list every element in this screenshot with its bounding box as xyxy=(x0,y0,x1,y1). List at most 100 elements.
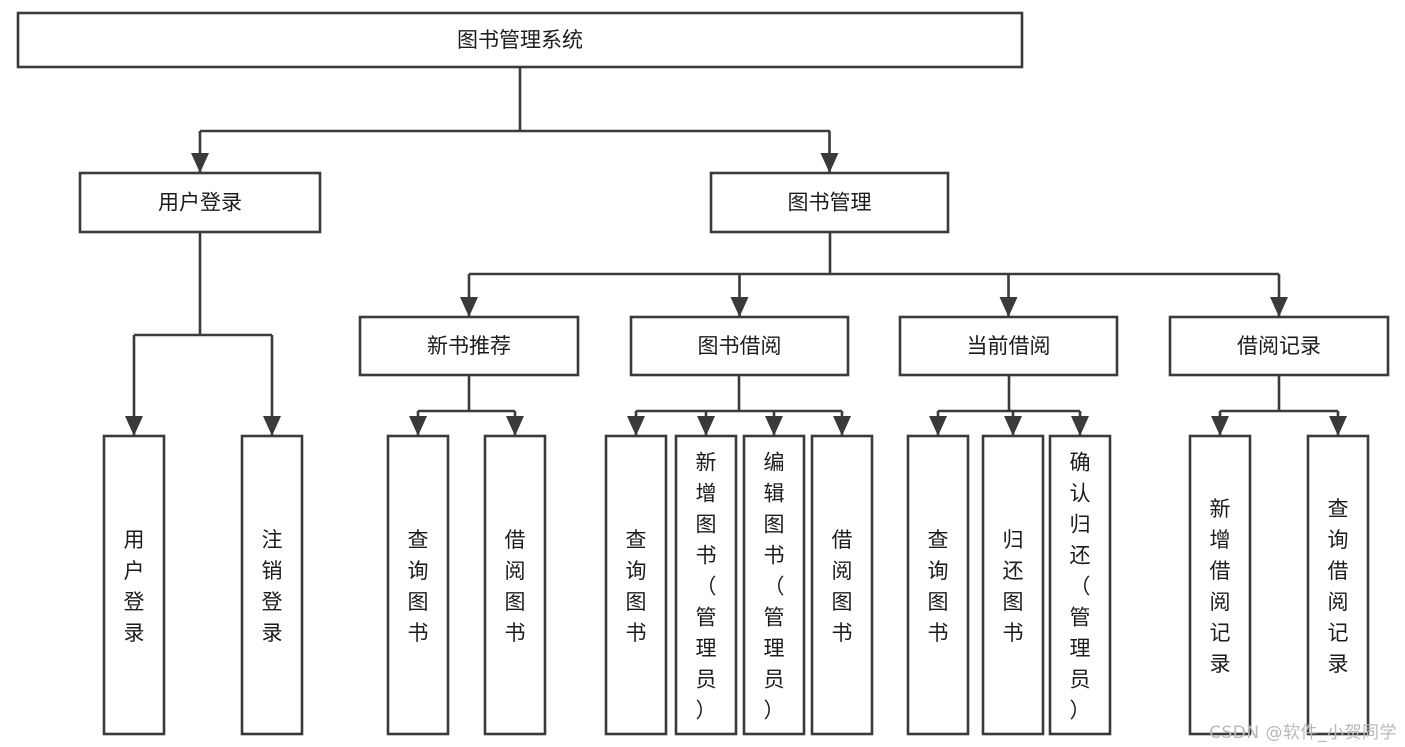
node-box xyxy=(1168,315,1390,377)
arrow-head xyxy=(1071,416,1089,436)
node-label: 图书管理 xyxy=(788,191,872,215)
edge-borrow_record-to-leaf_add_record xyxy=(1211,411,1229,436)
node-box xyxy=(709,171,950,234)
arrow-head xyxy=(125,416,143,436)
node-leaf-user-login[interactable]: 用户登录 xyxy=(102,434,166,736)
node-label: 编辑图书（管理员） xyxy=(764,451,785,723)
node-box xyxy=(358,315,580,377)
edge-current_borrow-to-leaf_query_book_c xyxy=(929,411,947,436)
node-box xyxy=(898,315,1119,377)
edge-root-to-user_login xyxy=(191,131,209,173)
node-leaf-query-book-c[interactable]: 查询图书 xyxy=(906,434,970,736)
node-label: 归还图书 xyxy=(1003,528,1024,645)
node-box xyxy=(102,434,166,736)
edge-user_login-to-leaf_user_login xyxy=(125,335,143,436)
arrow-head xyxy=(1211,416,1229,436)
node-borrow-record[interactable]: 借阅记录 xyxy=(1168,315,1390,377)
edge-book_borrow-to-leaf_add_book xyxy=(697,411,715,436)
node-label: 注销登录 xyxy=(262,528,283,645)
node-leaf-borrow-book-a[interactable]: 借阅图书 xyxy=(483,434,547,736)
node-user-login[interactable]: 用户登录 xyxy=(78,171,322,234)
edge-current_borrow-to-leaf_return_book xyxy=(1004,411,1022,436)
node-box xyxy=(240,434,304,736)
edge-new_book_rec-to-leaf_borrow_book_a xyxy=(506,411,524,436)
arrow-head xyxy=(627,416,645,436)
node-leaf-add-book[interactable]: 新增图书（管理员） xyxy=(674,434,738,736)
connector-book-manage-bus xyxy=(469,232,1279,276)
connector-layer xyxy=(125,67,1347,436)
node-box xyxy=(629,315,850,377)
node-label: 借阅记录 xyxy=(1237,334,1321,358)
node-label: 确认归还（管理员） xyxy=(1070,451,1091,723)
arrow-head xyxy=(765,416,783,436)
node-box xyxy=(604,434,668,736)
arrow-head xyxy=(1329,416,1347,436)
edge-root-to-book_manage xyxy=(820,131,839,173)
node-label: 图书管理系统 xyxy=(457,28,583,52)
node-box xyxy=(1188,434,1252,736)
edge-book_manage-to-new_book_rec xyxy=(460,274,478,317)
connector-new-book-rec-bus xyxy=(418,375,515,413)
connector-root-bus xyxy=(200,67,830,133)
node-layer: 图书管理系统用户登录图书管理新书推荐图书借阅当前借阅借阅记录用户登录注销登录查询… xyxy=(16,11,1390,736)
arrow-head xyxy=(506,416,524,436)
connector-book-borrow-bus xyxy=(636,375,842,413)
node-leaf-borrow-book-b[interactable]: 借阅图书 xyxy=(810,434,874,736)
node-label: 新书推荐 xyxy=(427,334,511,358)
node-label: 查询图书 xyxy=(408,528,429,645)
edge-borrow_record-to-leaf_query_record xyxy=(1329,411,1347,436)
connector-user-login-bus xyxy=(134,232,272,337)
node-leaf-add-record[interactable]: 新增借阅记录 xyxy=(1188,434,1252,736)
node-box xyxy=(981,434,1045,736)
node-leaf-confirm-return[interactable]: 确认归还（管理员） xyxy=(1048,434,1112,736)
node-box xyxy=(742,434,806,736)
arrow-head xyxy=(1270,297,1288,317)
edge-new_book_rec-to-leaf_query_book_a xyxy=(409,411,427,436)
node-box xyxy=(78,171,322,234)
node-root[interactable]: 图书管理系统 xyxy=(16,11,1024,69)
edge-book_borrow-to-leaf_edit_book xyxy=(765,411,783,436)
edge-book_borrow-to-leaf_query_book_b xyxy=(627,411,645,436)
node-label: 图书借阅 xyxy=(698,334,782,358)
edge-user_login-to-leaf_logout xyxy=(263,335,281,436)
node-book-manage[interactable]: 图书管理 xyxy=(709,171,950,234)
node-current-borrow[interactable]: 当前借阅 xyxy=(898,315,1119,377)
arrow-head xyxy=(929,416,947,436)
arrow-head xyxy=(191,153,209,173)
arrow-head xyxy=(820,153,839,173)
arrow-head xyxy=(697,416,715,436)
node-box xyxy=(483,434,547,736)
node-label: 查询借阅记录 xyxy=(1328,497,1349,676)
node-box xyxy=(386,434,450,736)
edge-book_borrow-to-leaf_borrow_book_b xyxy=(833,411,851,436)
node-leaf-query-book-b[interactable]: 查询图书 xyxy=(604,434,668,736)
arrow-head xyxy=(833,416,851,436)
node-new-book-rec[interactable]: 新书推荐 xyxy=(358,315,580,377)
edge-book_manage-to-borrow_record xyxy=(1270,274,1288,317)
node-box xyxy=(1306,434,1370,736)
node-leaf-return-book[interactable]: 归还图书 xyxy=(981,434,1045,736)
node-label: 查询图书 xyxy=(928,528,949,645)
node-label: 用户登录 xyxy=(158,191,242,215)
arrow-head xyxy=(409,416,427,436)
node-label: 当前借阅 xyxy=(967,334,1051,358)
node-box xyxy=(1048,434,1112,736)
node-box xyxy=(810,434,874,736)
node-leaf-query-book-a[interactable]: 查询图书 xyxy=(386,434,450,736)
arrow-head xyxy=(460,297,478,317)
node-leaf-edit-book[interactable]: 编辑图书（管理员） xyxy=(742,434,806,736)
node-label: 用户登录 xyxy=(124,528,145,645)
connector-borrow-record-bus xyxy=(1220,375,1338,413)
edge-current_borrow-to-leaf_confirm_return xyxy=(1071,411,1089,436)
edge-book_manage-to-book_borrow xyxy=(730,274,749,317)
arrow-head xyxy=(1004,416,1022,436)
node-box xyxy=(906,434,970,736)
node-book-borrow[interactable]: 图书借阅 xyxy=(629,315,850,377)
arrow-head xyxy=(730,297,749,317)
node-label: 新增图书（管理员） xyxy=(696,451,717,723)
node-box xyxy=(674,434,738,736)
node-leaf-query-record[interactable]: 查询借阅记录 xyxy=(1306,434,1370,736)
node-leaf-logout[interactable]: 注销登录 xyxy=(240,434,304,736)
